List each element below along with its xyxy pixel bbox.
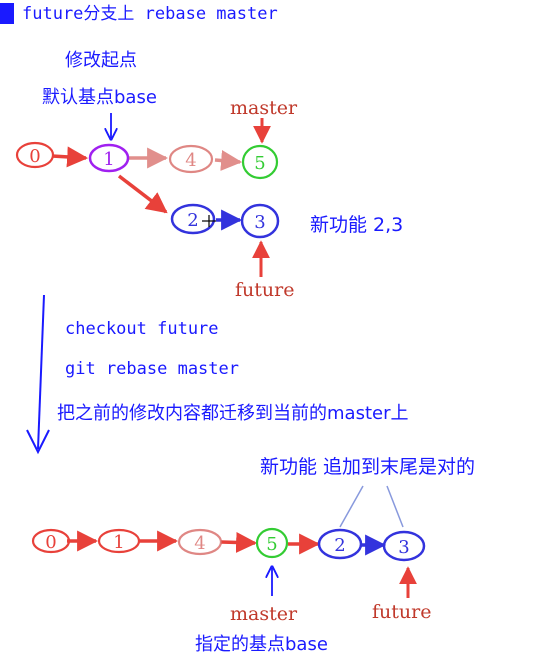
top-master-label: master (230, 97, 298, 119)
top-node-5: 5 (241, 144, 279, 180)
edge-4-5 (214, 150, 243, 171)
command-checkout: checkout future (65, 319, 219, 339)
svg-text:5: 5 (266, 534, 277, 555)
bottom-base-label: 指定的基点base (195, 634, 328, 655)
top-node-2: 2 (170, 203, 216, 235)
svg-text:2: 2 (187, 210, 198, 231)
migration-note: 把之前的修改内容都迁移到当前的master上 (57, 403, 408, 424)
svg-text:5: 5 (254, 153, 265, 174)
append-connector-right (386, 485, 404, 528)
svg-text:4: 4 (194, 533, 205, 554)
bottom-future-label: future (372, 601, 431, 623)
bottom-master-label: master (230, 603, 298, 625)
big-down-arrow-head (26, 429, 50, 455)
svg-text:3: 3 (254, 212, 265, 233)
edge-0-1 (51, 146, 89, 168)
title: future分支上 rebase master (22, 4, 278, 24)
cursor-icon (202, 215, 216, 227)
bottom-node-5: 5 (255, 527, 289, 559)
svg-text:0: 0 (29, 146, 40, 167)
bottom-node-3: 3 (382, 530, 426, 562)
bottom-node-2: 2 (317, 528, 363, 560)
top-node-3: 3 (240, 203, 280, 239)
append-connector-left (339, 485, 364, 528)
bottom-node-1: 1 (97, 528, 141, 554)
base-label-line1: 修改起点 (65, 50, 137, 71)
svg-text:4: 4 (185, 150, 196, 171)
base-label-line2: 默认基点base (42, 87, 157, 108)
append-label: 新功能 追加到末尾是对的 (260, 456, 475, 478)
top-node-4: 4 (168, 144, 214, 174)
svg-text:3: 3 (398, 537, 409, 558)
svg-text:1: 1 (113, 532, 124, 553)
top-node-0: 0 (15, 141, 55, 169)
big-down-arrow (37, 294, 45, 450)
command-rebase: git rebase master (65, 359, 239, 379)
svg-text:1: 1 (103, 149, 114, 170)
title-marker (0, 3, 14, 24)
new-feature-label: 新功能 2,3 (310, 214, 403, 236)
edge-1-2 (117, 174, 168, 214)
top-future-label: future (235, 279, 294, 301)
svg-text:0: 0 (45, 532, 56, 553)
top-node-1: 1 (88, 143, 130, 173)
bottom-node-4: 4 (177, 528, 223, 556)
svg-text:2: 2 (334, 535, 345, 556)
b-edge-4-5 (220, 531, 258, 553)
bottom-node-0: 0 (31, 528, 71, 554)
